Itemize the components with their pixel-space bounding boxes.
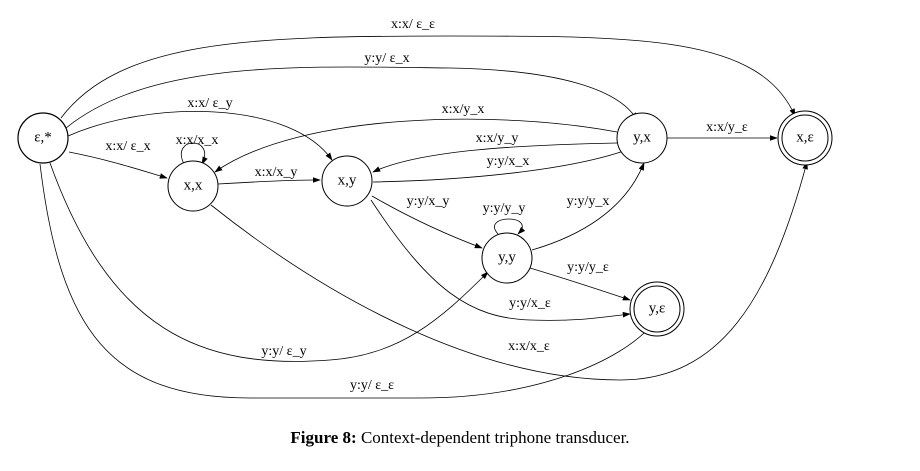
edge-e1: [60, 35, 796, 119]
edge-label-e15: y:y/x_ε: [509, 296, 551, 311]
states: ε,* x,x x,y y,y y,x x,ε y,ε: [17, 110, 833, 337]
edge-e4: [68, 151, 168, 179]
edge-label-e11: y:y/x_y: [407, 194, 450, 209]
edge-e7: [214, 118, 618, 173]
edge-label-e9: y:y/x_x: [487, 154, 530, 169]
state-label-xe: x,ε: [796, 129, 814, 145]
caption-label: Figure 8:: [290, 428, 357, 447]
state-label-yx: y,x: [633, 129, 651, 145]
state-ye: y,ε: [629, 281, 685, 337]
edge-e12: [494, 218, 526, 235]
caption-text: Context-dependent triphone transducer.: [360, 428, 630, 447]
state-label-xy: x,y: [338, 172, 357, 188]
state-xx: x,x: [167, 160, 219, 212]
state-label-xx: x,x: [184, 177, 203, 193]
edge-e9: [372, 147, 633, 183]
edge-label-e16: x:x/x_ε: [508, 339, 550, 354]
edge-e17: [49, 162, 489, 362]
edge-label-e10: x:x/y_ε: [706, 120, 748, 135]
state-label-yy: y,y: [498, 249, 516, 265]
edge-label-e18: y:y/ ε_ε: [350, 378, 394, 393]
edge-label-e12: y:y/y_y: [483, 201, 526, 216]
edge-e11: [371, 195, 483, 249]
edge-e16: [210, 161, 808, 381]
state-label-ye: y,ε: [649, 300, 666, 316]
edge-e15: [370, 199, 631, 321]
state-yy: y,y: [481, 232, 533, 284]
figure-caption: Figure 8: Context-dependent triphone tra…: [0, 428, 920, 448]
edge-e3: [67, 111, 333, 161]
edge-label-e7: x:x/y_x: [442, 102, 485, 117]
edge-label-e13: y:y/y_x: [567, 194, 610, 209]
state-yx: y,x: [616, 112, 668, 164]
edge-labels: x:x/ ε_ε y:y/ ε_x x:x/ ε_y x:x/ ε_x x:x/…: [105, 17, 748, 393]
edges: [39, 35, 808, 399]
edge-label-e5: x:x/x_x: [176, 133, 219, 148]
edge-label-e3: x:x/ ε_y: [187, 96, 232, 111]
edge-e18: [39, 163, 651, 399]
edge-e8: [372, 142, 618, 173]
state-start: ε,*: [17, 112, 69, 164]
edge-e13: [531, 162, 645, 251]
state-xy: x,y: [321, 155, 373, 207]
state-label-start: ε,*: [34, 129, 52, 145]
edge-e5: [181, 142, 208, 165]
edge-label-e4: x:x/ ε_x: [105, 139, 150, 154]
edge-e6: [217, 177, 321, 185]
edge-label-e1: x:x/ ε_ε: [391, 17, 435, 32]
edge-e2: [65, 66, 638, 129]
state-xe: x,ε: [777, 110, 833, 166]
edge-label-e14: y:y/y_ε: [567, 260, 609, 275]
edge-e14: [529, 267, 631, 301]
edge-label-e8: x:x/y_y: [476, 131, 519, 146]
edge-label-e2: y:y/ ε_x: [364, 51, 409, 66]
edge-label-e6: x:x/x_y: [255, 165, 298, 180]
edge-label-e17: y:y/ ε_y: [261, 344, 306, 359]
